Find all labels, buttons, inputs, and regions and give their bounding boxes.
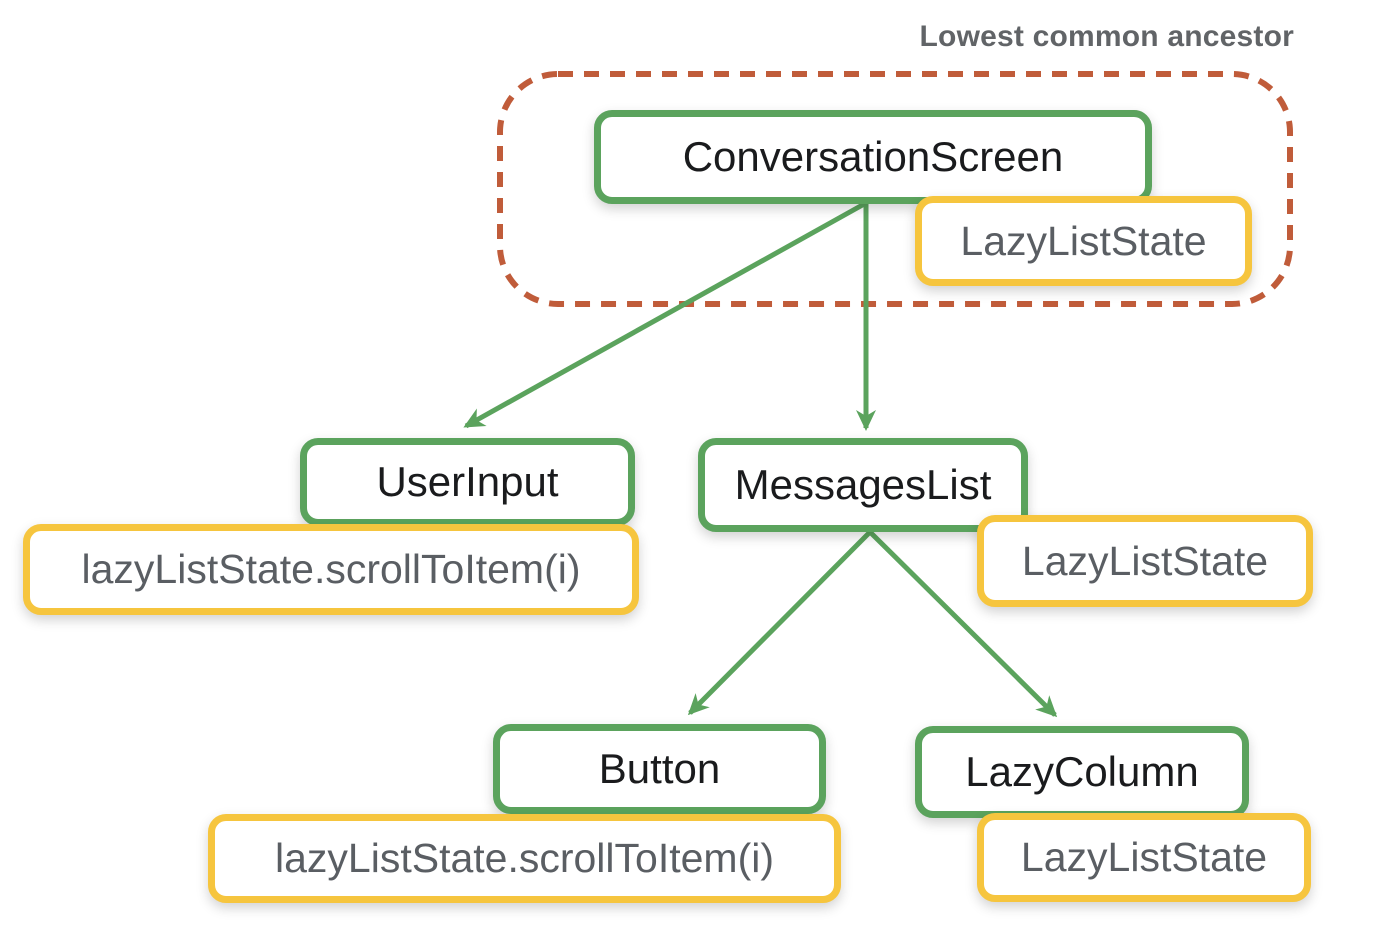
state-scrolltoitem-userinput-label: lazyListState.scrollToItem(i) bbox=[81, 546, 581, 592]
ancestor-dashed-outline bbox=[497, 71, 1293, 307]
state-lazyliststate-lazycolumn: LazyListState bbox=[977, 813, 1311, 902]
node-messages-list-label: MessagesList bbox=[734, 461, 992, 508]
node-lazy-column: LazyColumn bbox=[915, 726, 1249, 818]
state-lazyliststate-conversationscreen-label: LazyListState bbox=[960, 217, 1207, 264]
lowest-common-ancestor-label: Lowest common ancestor bbox=[919, 20, 1294, 53]
state-lazyliststate-lazycolumn-label: LazyListState bbox=[1020, 834, 1268, 880]
state-lazyliststate-messageslist: LazyListState bbox=[977, 515, 1313, 607]
edge-messageslist-button bbox=[687, 530, 872, 716]
node-conversation-screen-label: ConversationScreen bbox=[682, 133, 1064, 180]
state-lazyliststate-messageslist-label: LazyListState bbox=[1021, 537, 1269, 584]
state-scrolltoitem-userinput: lazyListState.scrollToItem(i) bbox=[23, 524, 639, 615]
edge-messageslist-lazycolumn bbox=[868, 530, 1058, 718]
node-conversation-screen: ConversationScreen bbox=[594, 110, 1152, 204]
state-scrolltoitem-button-label: lazyListState.scrollToItem(i) bbox=[275, 835, 774, 881]
state-scrolltoitem-button: lazyListState.scrollToItem(i) bbox=[208, 814, 841, 903]
node-button: Button bbox=[493, 724, 826, 814]
node-user-input: UserInput bbox=[300, 438, 635, 526]
node-messages-list: MessagesList bbox=[698, 438, 1028, 532]
node-user-input-label: UserInput bbox=[376, 458, 559, 505]
node-lazy-column-label: LazyColumn bbox=[965, 748, 1199, 795]
edge-conversationscreen-userinput bbox=[463, 200, 868, 429]
node-button-label: Button bbox=[598, 745, 721, 792]
state-lazyliststate-conversationscreen: LazyListState bbox=[915, 196, 1252, 286]
